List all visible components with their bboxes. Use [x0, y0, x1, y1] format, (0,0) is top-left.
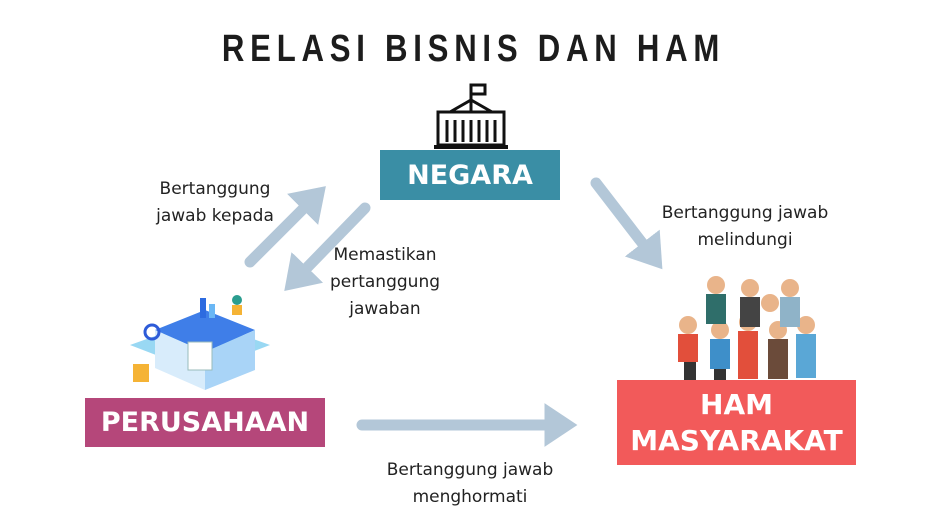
- label-line: jawab kepada: [156, 206, 274, 226]
- arrow-negara-to-perusahaan: [284, 202, 371, 292]
- arrow-perusahaan-to-negara: [244, 186, 326, 268]
- label-line: Bertanggung: [159, 179, 271, 199]
- label-line: menghormati: [412, 487, 528, 507]
- node-negara: NEGARA: [380, 150, 560, 200]
- arrow-negara-to-ham: [590, 177, 663, 270]
- label-perusahaan-to-negara: Bertanggung jawab kepada: [140, 176, 290, 230]
- label-line: pertanggung: [329, 272, 441, 292]
- node-perusahaan: PERUSAHAAN: [85, 398, 325, 447]
- label-line: melindungi: [697, 230, 793, 250]
- ham-label-line1: HAM: [700, 387, 773, 421]
- label-negara-to-perusahaan: Memastikan pertanggung jawaban: [320, 242, 450, 323]
- label-negara-to-ham: Bertanggung jawab melindungi: [650, 200, 840, 254]
- business-illustration: [130, 295, 270, 390]
- label-line: Bertanggung jawab: [386, 460, 554, 480]
- ham-label-line2: MASYARAKAT: [630, 423, 843, 457]
- people-illustration: [678, 276, 816, 381]
- diagram-title: RELASI BISNIS DAN HAM: [221, 28, 726, 70]
- label-line: jawaban: [349, 299, 421, 319]
- government-building-icon: [434, 83, 508, 149]
- node-ham-masyarakat: HAM MASYARAKAT: [617, 380, 856, 465]
- label-line: Memastikan: [333, 245, 437, 265]
- label-perusahaan-to-ham: Bertanggung jawab menghormati: [370, 457, 570, 511]
- label-line: Bertanggung jawab: [661, 203, 829, 223]
